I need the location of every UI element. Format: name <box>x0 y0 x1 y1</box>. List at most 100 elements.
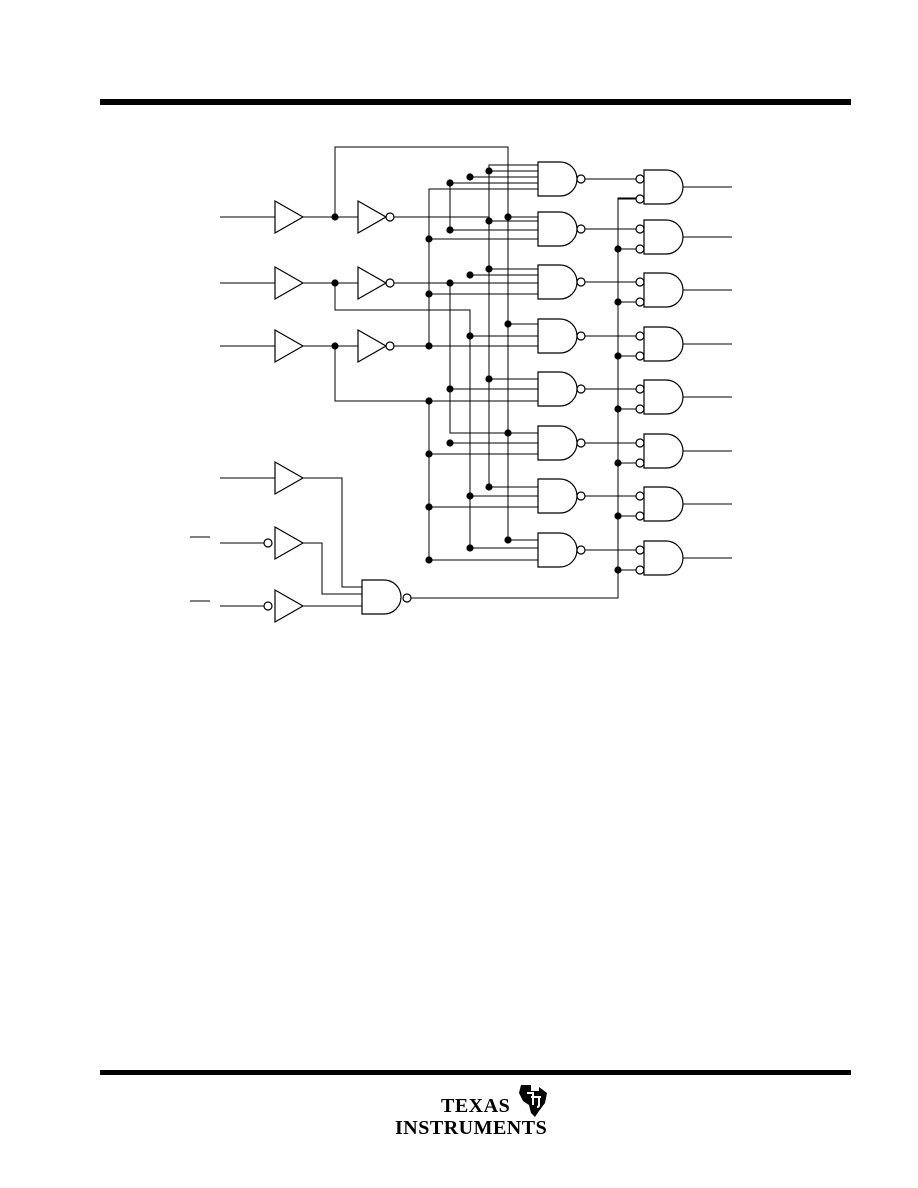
junction-dot <box>446 279 454 287</box>
decode-nand-gate <box>537 478 578 514</box>
junction-dot <box>614 352 622 360</box>
output-and-gate <box>643 433 684 469</box>
output-and-gate <box>643 169 684 205</box>
inverter-gate <box>357 265 388 301</box>
output-and-gate <box>643 540 684 576</box>
logo-text-instruments: INSTRUMENTS <box>395 1117 548 1139</box>
rail-b-comp <box>394 282 538 434</box>
enable-bus <box>411 197 636 599</box>
output-and-gate <box>643 379 684 415</box>
junction-dot <box>425 503 433 511</box>
junction-dot <box>331 213 339 221</box>
output-and-gate <box>643 272 684 308</box>
junction-dot <box>466 173 474 181</box>
junction-dot <box>466 544 474 552</box>
decode-nand-gate <box>537 211 578 247</box>
inverter-bubble <box>635 174 645 184</box>
gates <box>263 161 684 624</box>
input-buffer <box>274 265 305 301</box>
inverter-bubble <box>576 174 586 184</box>
inverter-bubble <box>263 538 273 548</box>
input-buffer <box>274 199 305 235</box>
junction-dot <box>614 459 622 467</box>
inverter-bubble <box>385 278 395 288</box>
junction-dot <box>446 179 454 187</box>
inverter-bubble <box>635 458 645 468</box>
inverter-bubble <box>635 511 645 521</box>
inverter-gate <box>357 328 388 364</box>
inverter-bubble <box>635 297 645 307</box>
output-and-gate <box>643 219 684 255</box>
inverter-gate <box>357 199 388 235</box>
inverter-bubble <box>576 545 586 555</box>
junction-dot <box>614 298 622 306</box>
junction-dot <box>466 332 474 340</box>
junction-dot <box>485 483 493 491</box>
inverter-bubble <box>635 351 645 361</box>
inverter-bubble <box>576 331 586 341</box>
inverter-bubble <box>576 277 586 287</box>
junction-dot <box>614 566 622 574</box>
enable-wire <box>303 542 362 595</box>
inverter-bubble <box>385 212 395 222</box>
inverter-bubble <box>635 277 645 287</box>
output-and-gate <box>643 326 684 362</box>
wires <box>190 146 732 607</box>
inverter-bubble <box>576 438 586 448</box>
texas-instruments-logo: TEXAS INSTRUMENTS <box>395 1083 565 1143</box>
inverter-bubble <box>263 601 273 611</box>
inverter-bubble <box>635 438 645 448</box>
junction-dot <box>485 375 493 383</box>
decode-nand-gate <box>537 532 578 568</box>
junction-dot <box>504 320 512 328</box>
rail-b-comp <box>449 183 538 231</box>
junction-dot <box>504 213 512 221</box>
junction-dot <box>614 405 622 413</box>
junction-dot <box>446 385 454 393</box>
inverter-bubble <box>635 331 645 341</box>
decode-nand-gate <box>537 264 578 300</box>
header-rule <box>100 99 851 105</box>
inverter-bubble <box>635 384 645 394</box>
junction-dot <box>485 217 493 225</box>
ti-state-icon <box>519 1085 547 1117</box>
rail-a-comp <box>488 217 538 488</box>
inverter-bubble <box>402 593 412 603</box>
decode-nand-gate <box>537 161 578 197</box>
enable-and-gate <box>361 579 402 615</box>
decode-nand-gate <box>537 371 578 407</box>
enable-buffer-g1 <box>274 460 305 496</box>
junction-dot <box>466 271 474 279</box>
inverter-bubble <box>576 224 586 234</box>
junction-dot <box>446 226 454 234</box>
junction-dot <box>425 397 433 405</box>
inverter-bubble <box>635 545 645 555</box>
junction-dot <box>425 450 433 458</box>
junction-dot <box>485 167 493 175</box>
inverter-bubble <box>635 491 645 501</box>
junction-dots <box>331 167 622 574</box>
junction-dot <box>425 290 433 298</box>
logo-text-texas: TEXAS <box>441 1095 511 1117</box>
junction-dot <box>504 429 512 437</box>
inverter-bubble <box>576 384 586 394</box>
inverter-bubble <box>635 404 645 414</box>
inverter-bubble <box>635 565 645 575</box>
inverter-bubble <box>635 224 645 234</box>
enable-wire <box>303 477 362 588</box>
junction-dot <box>425 342 433 350</box>
inverter-bubble <box>635 194 645 204</box>
decode-nand-gate <box>537 318 578 354</box>
junction-dot <box>446 439 454 447</box>
inverter-bubble <box>385 341 395 351</box>
input-buffer <box>274 328 305 364</box>
junction-dot <box>331 342 339 350</box>
junction-dot <box>425 556 433 564</box>
inverter-bubble <box>635 244 645 254</box>
junction-dot <box>504 536 512 544</box>
rail-a-comp <box>394 164 538 218</box>
rail-c-comp <box>394 188 538 347</box>
footer-rule <box>100 1070 851 1075</box>
junction-dot <box>425 235 433 243</box>
